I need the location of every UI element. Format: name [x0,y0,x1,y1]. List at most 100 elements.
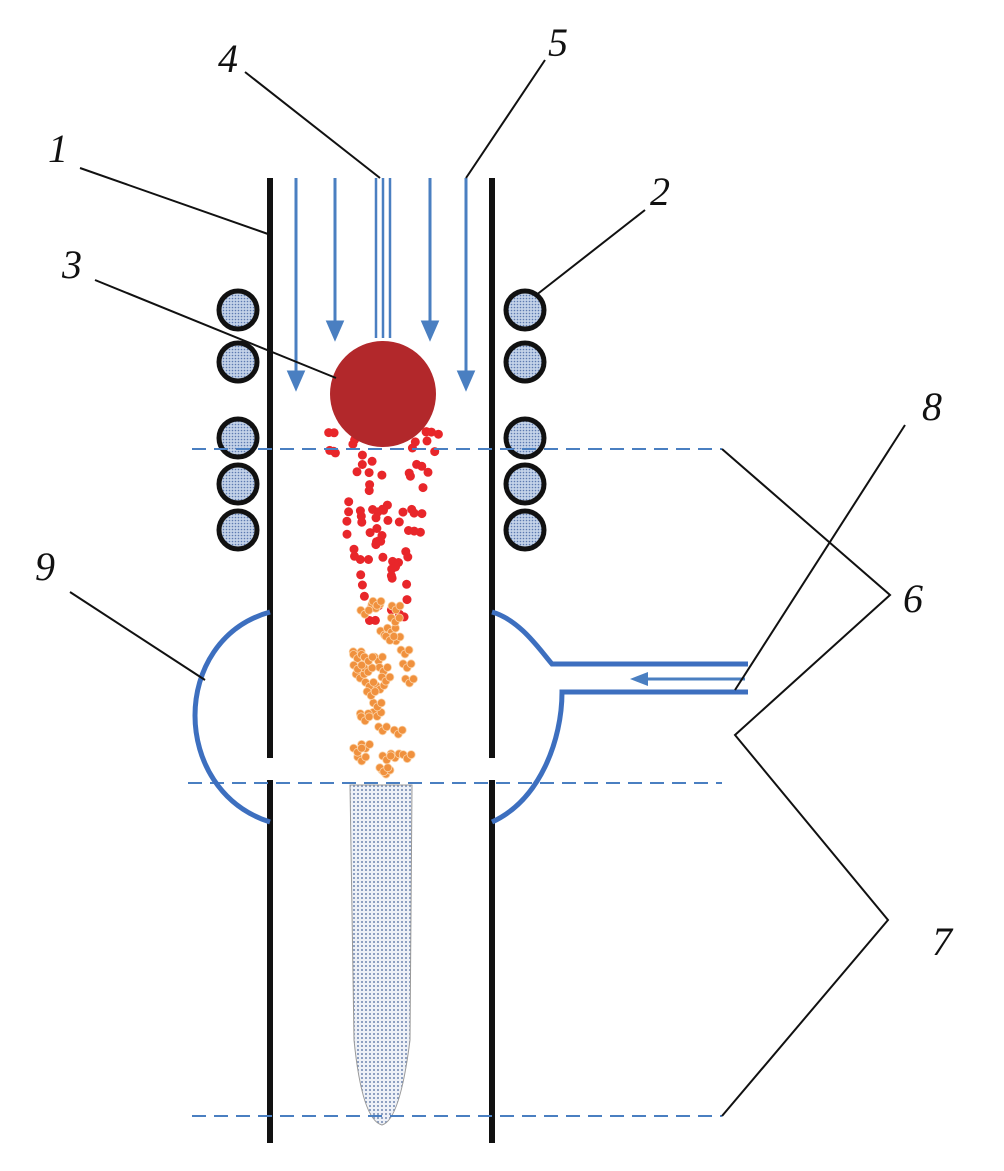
arrow-head-icon [420,320,440,342]
arrow-head-icon [456,370,476,392]
droplet [383,515,393,525]
agglomerate-particle [378,652,387,662]
quench-chamber [192,609,748,825]
droplet [344,507,354,517]
droplet [357,450,367,460]
coil-turn [216,416,260,460]
droplet [355,555,365,564]
droplet [342,529,352,539]
agglomerate-particle [404,645,414,655]
droplet [415,527,425,537]
arrow-head-icon [286,370,306,392]
agglomerate-particle [369,677,378,687]
coil-turn [503,416,547,460]
label-7: 7 [932,919,954,964]
agglomerate-particle [376,698,386,708]
droplet [364,555,373,564]
droplet [402,579,412,589]
agglomerate-particle [382,722,392,732]
coil-turn [216,340,260,384]
agglomerate-particle [389,632,399,641]
droplet [410,437,420,447]
coil-turn [503,462,547,506]
label-3: 3 [61,242,82,287]
coil-turn [503,340,547,384]
droplet [367,456,377,466]
droplet [422,436,432,446]
droplet [342,516,352,526]
droplet [376,536,386,546]
droplet [409,508,419,518]
leader-lines [69,59,906,1117]
tube-walls [267,178,495,1143]
agglomerate-particle [370,687,380,696]
droplet [378,552,388,562]
label-6: 6 [903,576,923,621]
droplet [352,467,362,477]
droplet [357,460,367,469]
droplet [364,468,374,478]
droplet [387,564,397,574]
agglomerate-particle [406,750,416,759]
agglomerate-particle [364,712,374,722]
droplet [402,595,412,605]
droplet [412,459,422,469]
droplet [349,544,359,554]
droplet [417,509,427,519]
agglomerate-particle [386,751,396,761]
label-1: 1 [48,126,68,171]
molten-ball [330,341,436,447]
droplet [348,439,358,449]
agglomerate-particle [367,663,377,673]
coil-turn [216,462,260,506]
label-5: 5 [548,20,568,65]
droplet [398,507,408,517]
agglomerate-particle [368,652,377,662]
droplet [357,580,367,590]
droplet [365,528,375,538]
arrow-head-icon [325,320,345,342]
droplet [325,445,335,455]
agglomerate-particle [383,663,392,672]
droplet [377,470,387,480]
flame-plume [349,784,413,1126]
agglomerate-particle [409,674,418,684]
droplet [329,428,339,438]
droplet [371,513,381,523]
zone-boundaries [188,448,722,1117]
coil-turn [503,508,547,552]
label-4: 4 [218,36,238,81]
induction-coils [216,288,547,552]
feed-rod [374,178,392,338]
coil-turn [503,288,547,332]
agglomerate-particle [383,763,393,773]
droplet [359,591,369,601]
agglomerate-particle [385,672,395,682]
label-9: 9 [35,544,55,589]
label-8: 8 [922,384,942,429]
droplet [356,570,366,580]
droplet [356,511,366,521]
agglomerate-particle [357,743,367,753]
droplet [423,467,433,477]
particles [324,412,443,779]
coil-turn [216,508,260,552]
agglomerate-particle [361,752,371,762]
droplet [421,427,431,437]
gas-flow-arrows [286,178,476,392]
droplet [344,497,354,507]
agglomerate-particle [376,596,386,606]
droplet [372,524,382,533]
droplet [370,615,380,625]
agglomerate-particle [395,601,405,611]
label-2: 2 [650,169,670,214]
droplet [433,429,443,439]
droplet [418,483,428,493]
arrow-left-icon [630,672,648,686]
droplet [394,517,404,527]
agglomerate-particle [364,605,374,615]
coil-turn [216,288,260,332]
droplet [368,505,378,514]
agglomerate-particle [397,725,407,735]
